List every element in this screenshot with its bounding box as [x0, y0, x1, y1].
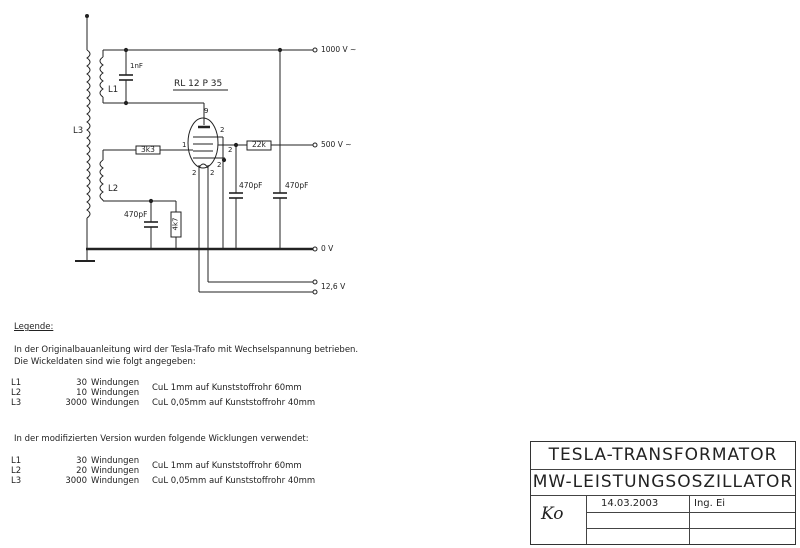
l1-coil — [99, 56, 104, 98]
terminal-label-500v: 500 V ~ — [321, 140, 352, 149]
tube-cathode — [198, 163, 209, 169]
terminal-12v-a — [312, 279, 318, 285]
terminal-500v — [312, 142, 318, 148]
wire-spec: CuL 1mm auf Kunststoffrohr 60mm — [152, 461, 302, 471]
legend-intro-1: In der Originalbauanleitung wird der Tes… — [14, 345, 359, 355]
drawing-title: TESLA-TRANSFORMATOR — [531, 442, 795, 470]
table-row: L2 10 Windungen — [11, 388, 315, 398]
legend-intro-2: Die Wickeldaten sind wie folgt angegeben… — [14, 357, 196, 367]
tube-type-label: RL 12 P 35 — [174, 79, 223, 89]
terminal-label-12v: 12,6 V — [321, 282, 346, 291]
turns: 30 — [76, 456, 87, 466]
legend-modified-intro: In der modifizierten Version wurden folg… — [14, 434, 309, 444]
terminal-label-1000v: 1000 V ~ — [321, 45, 357, 54]
coil: L3 — [11, 398, 22, 408]
table-row: L3 3000 Windungen CuL 0,05mm auf Kunststoff… — [11, 476, 315, 486]
turns: 10 — [76, 388, 87, 398]
signature: Ko — [541, 504, 564, 524]
turns: 3000 — [65, 398, 87, 408]
pin-9: 9 — [204, 107, 209, 115]
terminal-1000v — [312, 47, 318, 53]
turns: 3000 — [65, 476, 87, 486]
label-l1: L1 — [108, 85, 119, 95]
label-470pf-1: 470pF — [124, 210, 148, 219]
wire-spec: CuL 1mm auf Kunststoffrohr 60mm — [152, 383, 302, 393]
pin-2b: 2 — [228, 146, 233, 154]
legend-heading: Legende: — [14, 322, 54, 332]
label-l2: L2 — [108, 184, 119, 194]
drawing-subtitle: MW-LEISTUNGSOSZILLATOR — [531, 470, 795, 496]
terminal-12v-b — [312, 289, 318, 295]
wire-spec: CuL 0,05mm auf Kunststoffrohr 40mm — [152, 476, 316, 486]
label-1nf: 1nF — [130, 62, 143, 70]
terminal-0v — [312, 246, 318, 252]
drawing-date: 14.03.2003 — [601, 498, 659, 509]
unit: Windungen — [91, 466, 140, 476]
wire-spec: CuL 0,05mm auf Kunststoffrohr 40mm — [152, 398, 316, 408]
unit: Windungen — [91, 456, 140, 466]
title-block: TESLA-TRANSFORMATOR MW-LEISTUNGSOSZILLAT… — [530, 441, 796, 545]
terminal-label-0v: 0 V — [321, 244, 334, 253]
tube-envelope — [187, 117, 219, 169]
pin-2c: 2 — [217, 161, 222, 169]
coil: L3 — [11, 476, 22, 486]
unit: Windungen — [91, 388, 140, 398]
pin-1: 1 — [182, 141, 187, 149]
coil: L2 — [11, 466, 22, 476]
label-l3: L3 — [73, 126, 84, 136]
drawing-author: Ing. Ei — [694, 498, 726, 509]
pin-2a: 2 — [220, 126, 225, 134]
unit: Windungen — [91, 476, 140, 486]
table-row: L3 3000 Windungen CuL 0,05mm auf Kunststoff… — [11, 398, 315, 408]
label-470pf-3: 470pF — [285, 181, 309, 190]
table-row: L2 20 Windungen — [11, 466, 315, 476]
coil: L2 — [11, 388, 22, 398]
label-3k3: 3k3 — [141, 145, 155, 154]
label-22k: 22k — [252, 140, 266, 149]
coil: L1 — [11, 378, 22, 388]
pin-2d: 2 — [192, 169, 197, 177]
pin-2e: 2 — [210, 169, 215, 177]
turns: 30 — [76, 378, 87, 388]
l3-coil — [86, 49, 91, 219]
unit: Windungen — [91, 398, 140, 408]
coil: L1 — [11, 456, 22, 466]
label-470pf-2: 470pF — [239, 181, 263, 190]
label-4k7: 4k7 — [171, 217, 180, 231]
l2-coil — [99, 159, 104, 201]
turns: 20 — [76, 466, 87, 476]
unit: Windungen — [91, 378, 140, 388]
